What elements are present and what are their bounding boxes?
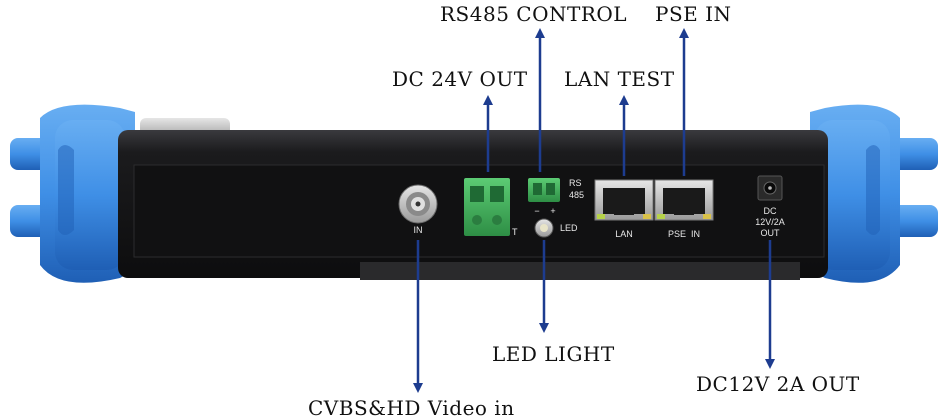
lan-port-label: LAN [615, 229, 633, 239]
rs485-plus-label: + [550, 206, 555, 216]
led-light-callout: LED LIGHT [492, 342, 615, 366]
bnc-in-label: IN [414, 225, 423, 235]
dc-24v-out-callout: DC 24V OUT [392, 67, 528, 91]
rs485-label-485: 485 [569, 190, 584, 200]
lan-test-callout: LAN TEST [564, 67, 675, 91]
bnc-connector [398, 184, 438, 224]
dc-label-line3: OUT [761, 228, 781, 238]
left-bumper [10, 104, 135, 283]
rs485-connector [528, 178, 560, 202]
pse-in-port [654, 179, 714, 221]
led-light [534, 218, 554, 238]
led-label: LED [560, 223, 578, 233]
dc12v-2a-out-callout: DC12V 2A OUT [696, 372, 860, 396]
lan-port [594, 179, 654, 221]
video-in-callout: CVBS&HD Video in [308, 396, 515, 420]
pse-in-port-label: PSE IN [668, 229, 700, 239]
rs485-control-callout: RS485 CONTROL [440, 2, 628, 26]
rs485-label-rs: RS [569, 178, 582, 188]
dc-label-line2: 12V/2A [755, 217, 785, 227]
pse-in-callout: PSE IN [655, 2, 732, 26]
terminal-partial-label: T [512, 227, 518, 237]
right-bumper [810, 104, 938, 283]
dc-24v-terminal [464, 178, 510, 236]
rs485-minus-label: − [534, 206, 539, 216]
dc-12v-jack [757, 175, 783, 201]
dc-label-line1: DC [764, 206, 777, 216]
